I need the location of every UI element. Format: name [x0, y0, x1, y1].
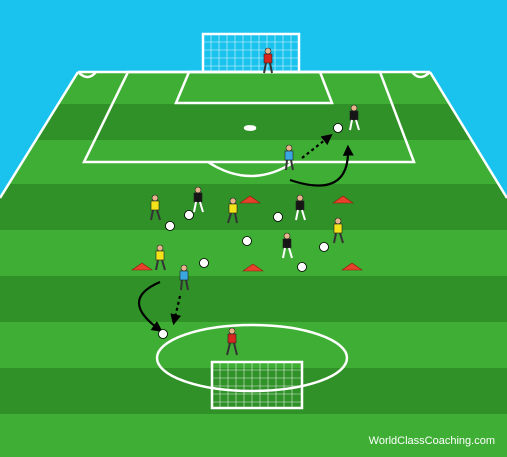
cone: [332, 195, 354, 204]
penalty-spot: [243, 125, 257, 131]
pass-arrow: [170, 295, 182, 326]
cones: [131, 195, 363, 272]
ball: [184, 210, 194, 220]
bottom-goal: [210, 360, 304, 410]
player-blue: [179, 264, 189, 291]
player-yellow: [333, 217, 344, 244]
run-arrow: [138, 280, 163, 332]
cone: [131, 262, 153, 271]
ball: [333, 123, 343, 133]
touchline-right: [428, 71, 507, 199]
player-yellow: [155, 244, 166, 271]
player-yellow: [150, 194, 161, 221]
arrows: [138, 133, 354, 332]
ball: [319, 242, 329, 252]
cone: [242, 263, 264, 272]
goalkeeper-bottom: [226, 327, 238, 356]
ball: [273, 212, 283, 222]
ball: [242, 236, 252, 246]
corner-arc-left: [77, 71, 97, 79]
ball: [199, 258, 209, 268]
corner-arc-right: [411, 71, 431, 79]
touchline-left: [0, 71, 80, 199]
player-yellow: [227, 197, 238, 224]
goalkeeper-top: [263, 47, 273, 74]
player-black: [282, 232, 293, 259]
cone: [341, 262, 363, 271]
run-arrow: [289, 144, 354, 187]
player-blue: [284, 144, 294, 171]
players: [150, 47, 360, 356]
player-black: [349, 104, 360, 131]
ball: [165, 221, 175, 231]
ball: [158, 329, 168, 339]
watermark: WorldClassCoaching.com: [368, 435, 495, 447]
balls: [158, 123, 343, 339]
player-black: [193, 186, 204, 213]
player-black: [295, 194, 306, 221]
top-goal: [201, 32, 301, 74]
cone: [239, 195, 261, 204]
ball: [297, 262, 307, 272]
